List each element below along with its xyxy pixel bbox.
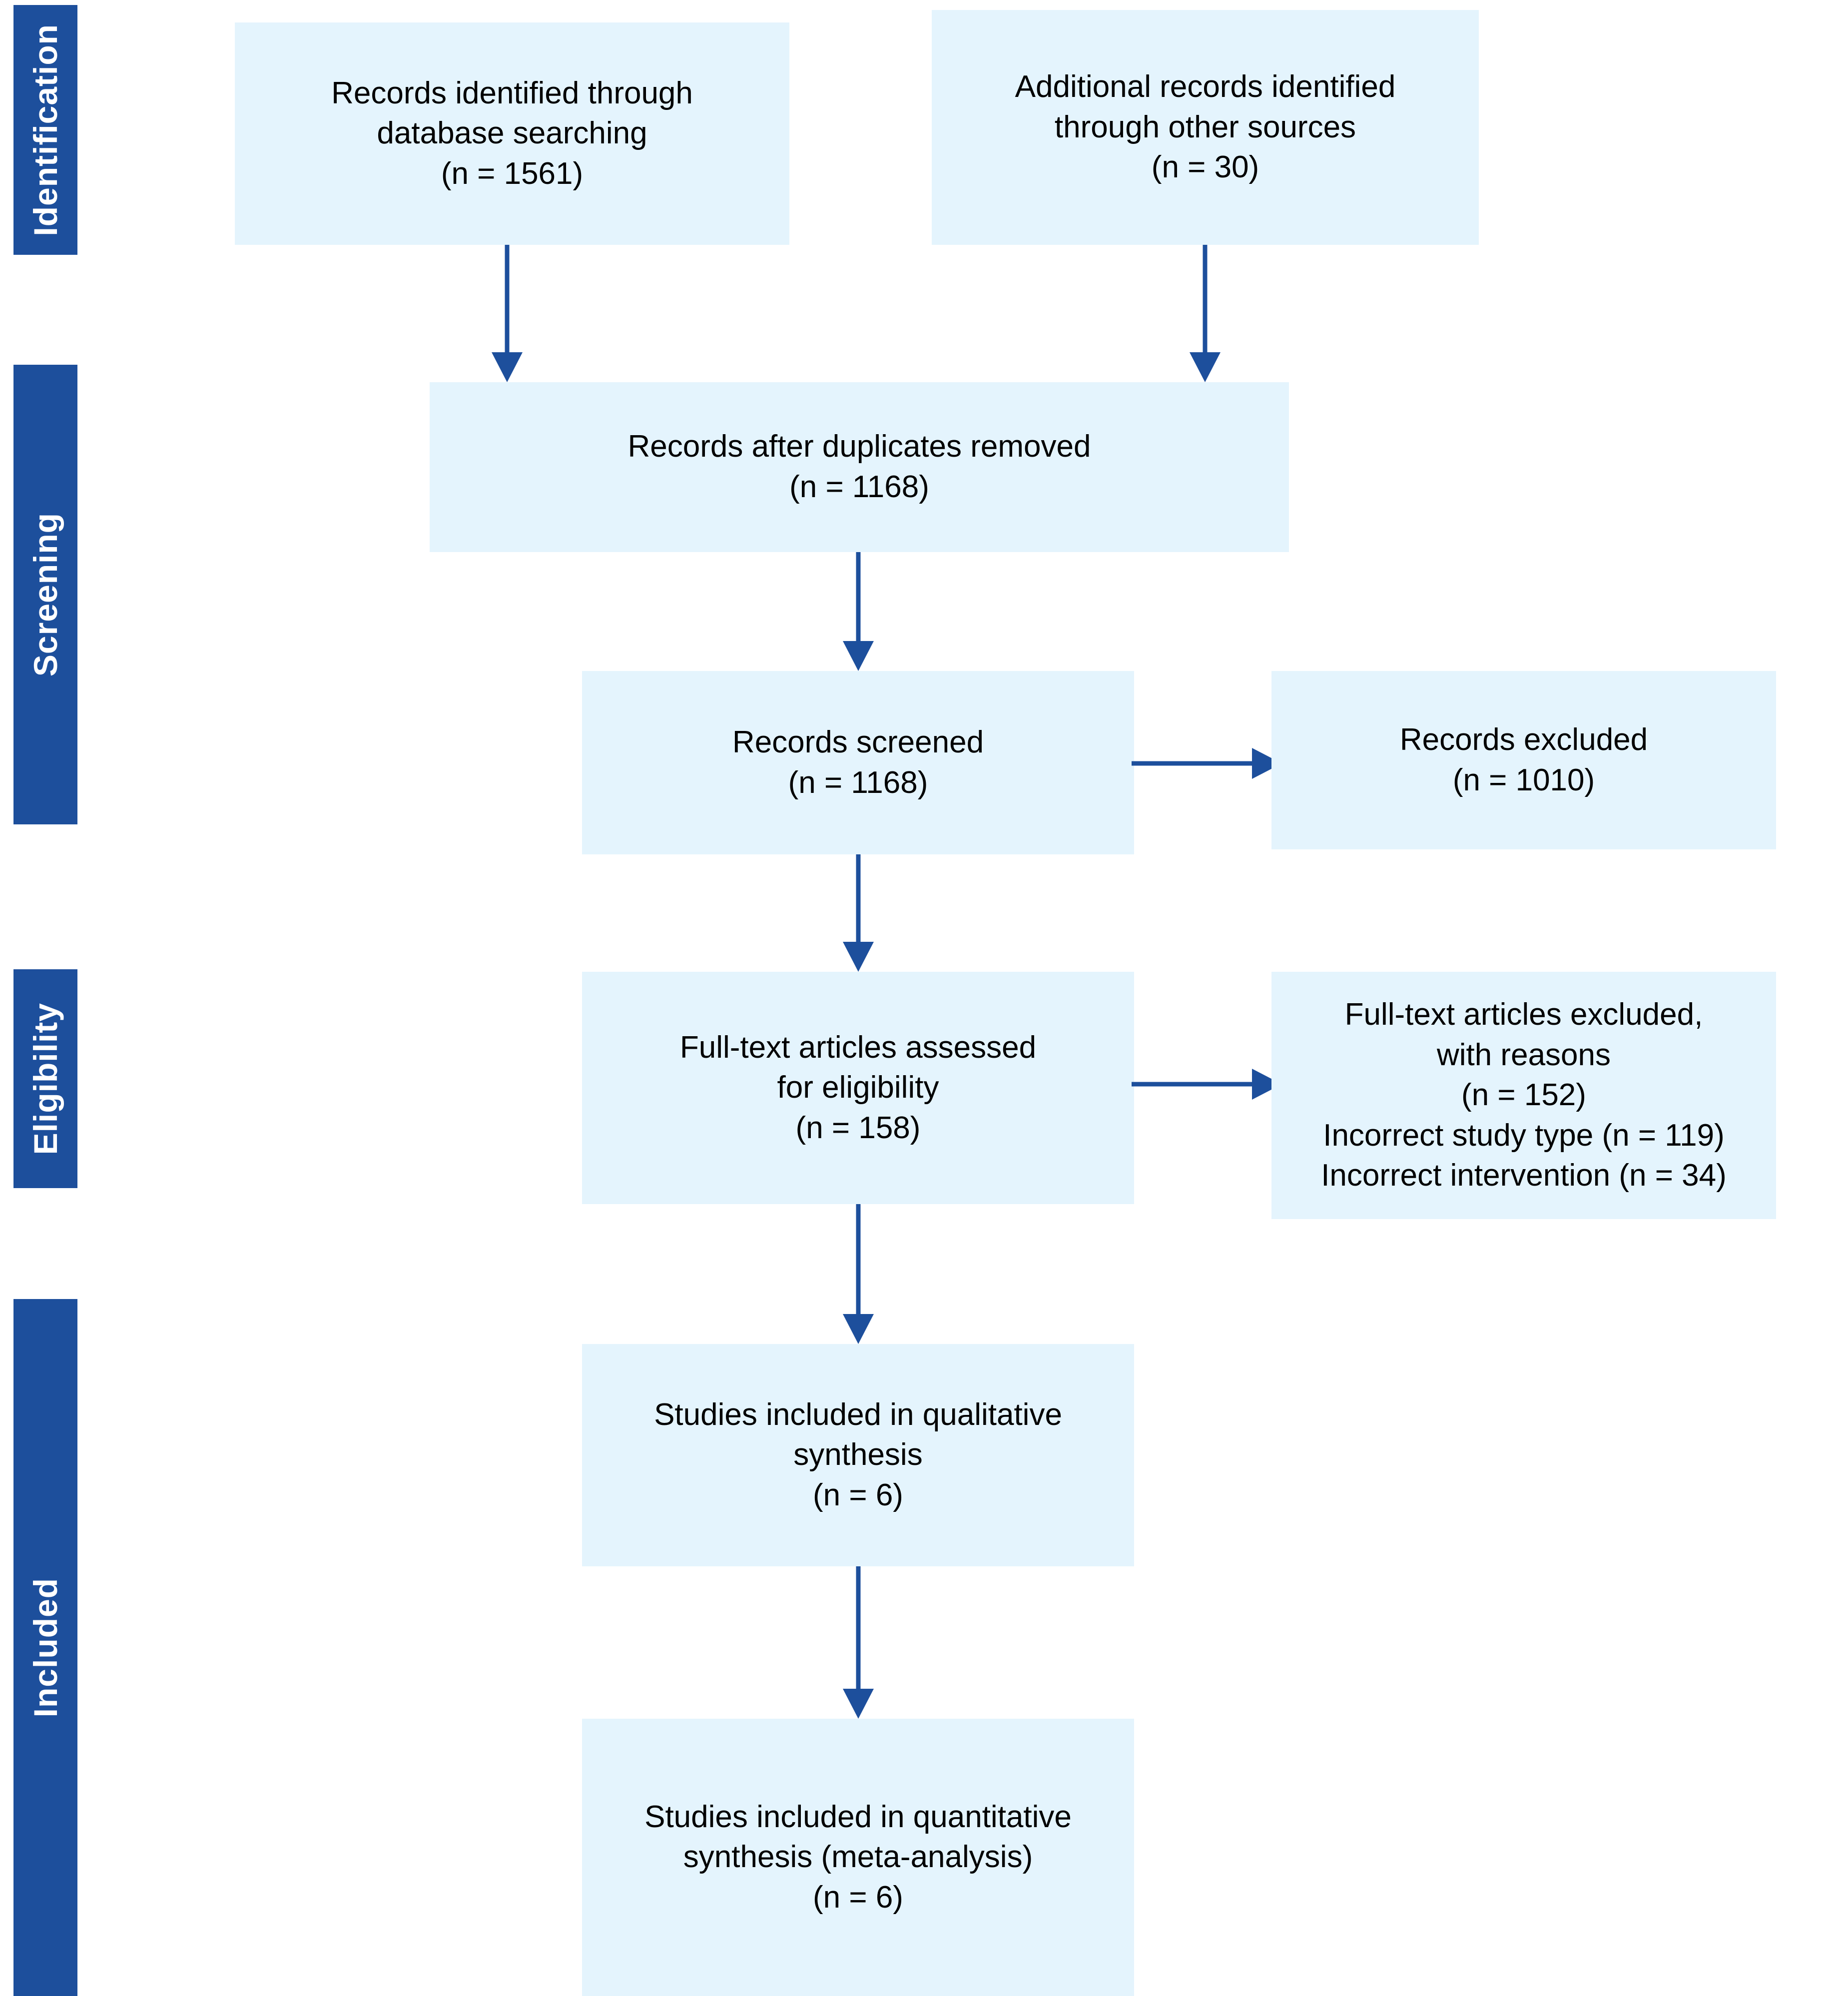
arrow-shaft: [1203, 245, 1208, 352]
arrow-shaft: [856, 854, 861, 942]
arrow-shaft: [1132, 761, 1252, 766]
box-records-excluded-text: Records excluded (n = 1010): [1399, 722, 1648, 797]
box-records-screened: Records screened (n = 1168): [582, 671, 1134, 854]
arrow-head: [843, 641, 874, 671]
box-additional-records-other-sources: Additional records identified through ot…: [932, 10, 1479, 245]
box-fulltext-assessed-eligibility: Full-text articles assessed for eligibil…: [582, 972, 1134, 1204]
arrow-head: [492, 352, 523, 382]
box-records-screened-text: Records screened (n = 1168): [732, 724, 984, 800]
arrow-shaft: [856, 1566, 861, 1689]
stage-bar-included: Included: [13, 1299, 77, 1996]
box-studies-qualitative-synthesis-text: Studies included in qualitative synthesi…: [654, 1397, 1062, 1512]
arrow-head: [843, 1314, 874, 1344]
box-records-after-duplicates-removed-text: Records after duplicates removed (n = 11…: [627, 429, 1091, 504]
box-fulltext-excluded-with-reasons: Full-text articles excluded, with reason…: [1271, 972, 1776, 1219]
box-records-excluded: Records excluded (n = 1010): [1271, 671, 1776, 849]
box-records-identified-database-text: Records identified through database sear…: [331, 75, 693, 191]
stage-label-identification: Identification: [27, 23, 64, 236]
stage-bar-identification: Identification: [13, 5, 77, 255]
arrow-head: [843, 942, 874, 972]
stage-bar-eligibility: Eligibility: [13, 969, 77, 1188]
arrow-shaft: [856, 1204, 861, 1314]
stage-label-included: Included: [27, 1577, 64, 1718]
box-records-identified-database: Records identified through database sear…: [235, 22, 789, 245]
box-studies-quantitative-synthesis: Studies included in quantitative synthes…: [582, 1719, 1134, 1996]
stage-label-screening: Screening: [27, 512, 64, 677]
arrow-head: [843, 1689, 874, 1719]
arrow-head: [1190, 352, 1221, 382]
arrow-shaft: [505, 245, 510, 352]
arrow-shaft: [856, 552, 861, 641]
arrow-shaft: [1132, 1082, 1252, 1087]
stage-label-eligibility: Eligibility: [27, 1002, 64, 1155]
box-studies-qualitative-synthesis: Studies included in qualitative synthesi…: [582, 1344, 1134, 1566]
box-additional-records-other-sources-text: Additional records identified through ot…: [1015, 69, 1396, 185]
box-records-after-duplicates-removed: Records after duplicates removed (n = 11…: [430, 382, 1289, 552]
stage-bar-screening: Screening: [13, 365, 77, 824]
box-fulltext-assessed-eligibility-text: Full-text articles assessed for eligibil…: [679, 1030, 1037, 1145]
box-studies-quantitative-synthesis-text: Studies included in quantitative synthes…: [644, 1799, 1072, 1915]
box-fulltext-excluded-with-reasons-text: Full-text articles excluded, with reason…: [1321, 997, 1727, 1193]
